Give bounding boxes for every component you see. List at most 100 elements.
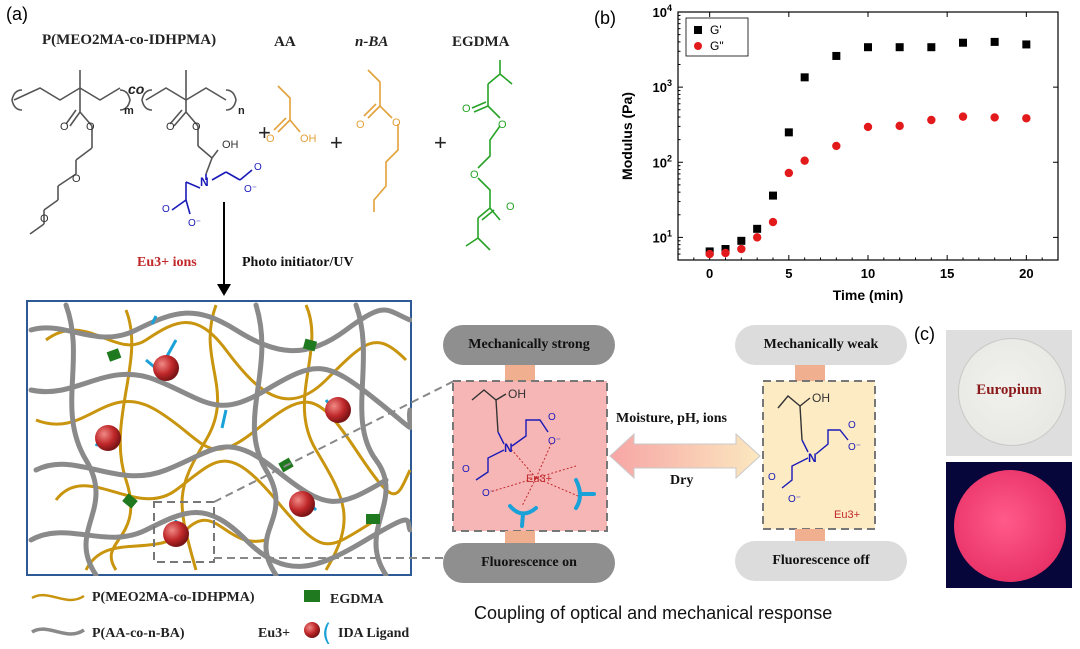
g-double-prime-point-11	[958, 112, 968, 121]
svg-text:O: O	[356, 119, 365, 131]
g-prime-point-6	[800, 73, 809, 82]
reaction-arrow	[217, 202, 231, 296]
svg-text:O: O	[86, 121, 95, 133]
connector-weak	[795, 365, 825, 381]
sample-daylight-photo: Europium	[946, 330, 1072, 456]
g-double-prime-point-13	[1022, 114, 1031, 123]
fluorescence-off-pill: Fluorescence off	[735, 541, 907, 581]
g-double-prime-point-9	[895, 121, 904, 131]
svg-text:O⁻: O⁻	[188, 218, 201, 229]
svg-text:O: O	[166, 121, 175, 133]
x-axis-label: Time (min)	[833, 287, 904, 303]
svg-text:O⁻: O⁻	[244, 184, 257, 195]
svg-text:O: O	[848, 420, 856, 431]
ida-ligand-icon: (	[322, 619, 332, 647]
stimulus-label: Moisture, pH, ions	[616, 411, 727, 426]
legend-label-g-double-prime: G"	[710, 39, 724, 53]
dry-label: Dry	[670, 473, 694, 488]
g-prime-point-8	[864, 43, 872, 52]
legend-marker-g-prime	[694, 26, 702, 34]
oh-label: OH	[222, 139, 239, 151]
y-tick-label: 104	[653, 3, 672, 20]
g-double-prime-point-1	[721, 248, 730, 258]
connector-weak-bottom	[795, 529, 825, 543]
svg-text:O: O	[60, 121, 69, 133]
monomer-nba-label: n-BA	[355, 34, 389, 50]
svg-text:O⁻: O⁻	[848, 442, 861, 453]
svg-text:O: O	[470, 169, 479, 181]
svg-text:O: O	[462, 103, 471, 115]
y-tick-label: 101	[653, 228, 672, 245]
g-double-prime-point-10	[927, 115, 936, 125]
n-atom-label: N	[200, 175, 209, 189]
zoom-box	[153, 501, 215, 563]
n-label: n	[238, 105, 245, 117]
g-prime-point-4	[769, 191, 777, 200]
figure-caption: Coupling of optical and mechanical respo…	[474, 603, 833, 623]
ida-structure	[171, 169, 253, 215]
connector-strong	[505, 365, 535, 381]
g-double-prime-point-3	[752, 233, 762, 242]
g-double-prime-point-8	[863, 122, 873, 132]
eu-free-label: Eu3+	[834, 509, 860, 521]
svg-text:O⁻: O⁻	[482, 488, 495, 499]
egdma-structure	[465, 60, 513, 251]
g-double-prime-point-2	[737, 244, 746, 254]
g-prime-point-5	[784, 128, 793, 137]
fluorescence-on-pill: Fluorescence on	[443, 543, 615, 583]
g-prime-point-10	[927, 43, 936, 52]
y-tick-label: 102	[653, 153, 672, 170]
svg-text:O: O	[266, 133, 275, 145]
svg-text:O: O	[72, 173, 81, 185]
svg-text:O: O	[498, 119, 507, 131]
g-prime-point-11	[959, 38, 967, 47]
g-double-prime-point-4	[768, 217, 778, 227]
y-tick-label: 103	[653, 78, 672, 95]
svg-text:OH: OH	[812, 391, 830, 405]
x-tick-label: 0	[706, 266, 713, 281]
svg-text:O: O	[254, 162, 262, 173]
svg-text:O: O	[462, 464, 470, 475]
g-prime-point-12	[990, 37, 999, 46]
monomer-polymer-label: P(MEO2MA-co-IDHPMA)	[42, 32, 217, 48]
legend-ida: IDA Ligand	[338, 626, 410, 641]
svg-text:O: O	[768, 472, 776, 483]
x-tick-label: 10	[861, 266, 875, 281]
nba-structure	[363, 69, 399, 212]
g-prime-point-3	[753, 224, 762, 233]
g-double-prime-point-5	[784, 168, 794, 178]
m-label: m	[124, 105, 134, 117]
g-prime-point-2	[737, 236, 746, 245]
plus-3: +	[434, 130, 447, 155]
legend-box	[685, 17, 749, 57]
g-double-prime-point-12	[990, 113, 999, 122]
svg-text:O: O	[392, 117, 401, 129]
connector-strong-bottom	[505, 531, 535, 543]
eu-chelate-strong: OH N O O⁻ O O⁻ Eu3+	[452, 380, 608, 532]
legend-symbols	[304, 590, 320, 638]
eu-free-weak: OH N O O⁻ O O⁻ Eu3+	[762, 380, 876, 530]
legend-marker-g-double-prime	[694, 42, 702, 50]
x-tick-label: 20	[1019, 266, 1033, 281]
svg-text:OH: OH	[508, 387, 526, 401]
europium-label: Europium	[976, 382, 1042, 398]
svg-text:O⁻: O⁻	[788, 494, 801, 505]
panel-label-b: (b)	[594, 8, 616, 28]
gold-chains	[35, 304, 412, 571]
svg-text:N: N	[504, 441, 513, 455]
g-prime-point-7	[832, 51, 841, 60]
plus-1: +	[258, 120, 271, 145]
g-prime-point-9	[895, 43, 904, 52]
y-axis-label: Modulus (Pa)	[619, 92, 635, 180]
network-schematic	[26, 300, 412, 576]
g-prime-point-13	[1022, 40, 1031, 49]
g-double-prime-point-6	[800, 156, 809, 165]
svg-text:O: O	[548, 412, 556, 423]
svg-text:N: N	[808, 451, 817, 465]
plus-2: +	[330, 130, 343, 155]
monomer-egdma-label: EGDMA	[452, 34, 510, 50]
g-double-prime-point-0	[705, 249, 714, 259]
g-double-prime-point-7	[832, 141, 841, 151]
